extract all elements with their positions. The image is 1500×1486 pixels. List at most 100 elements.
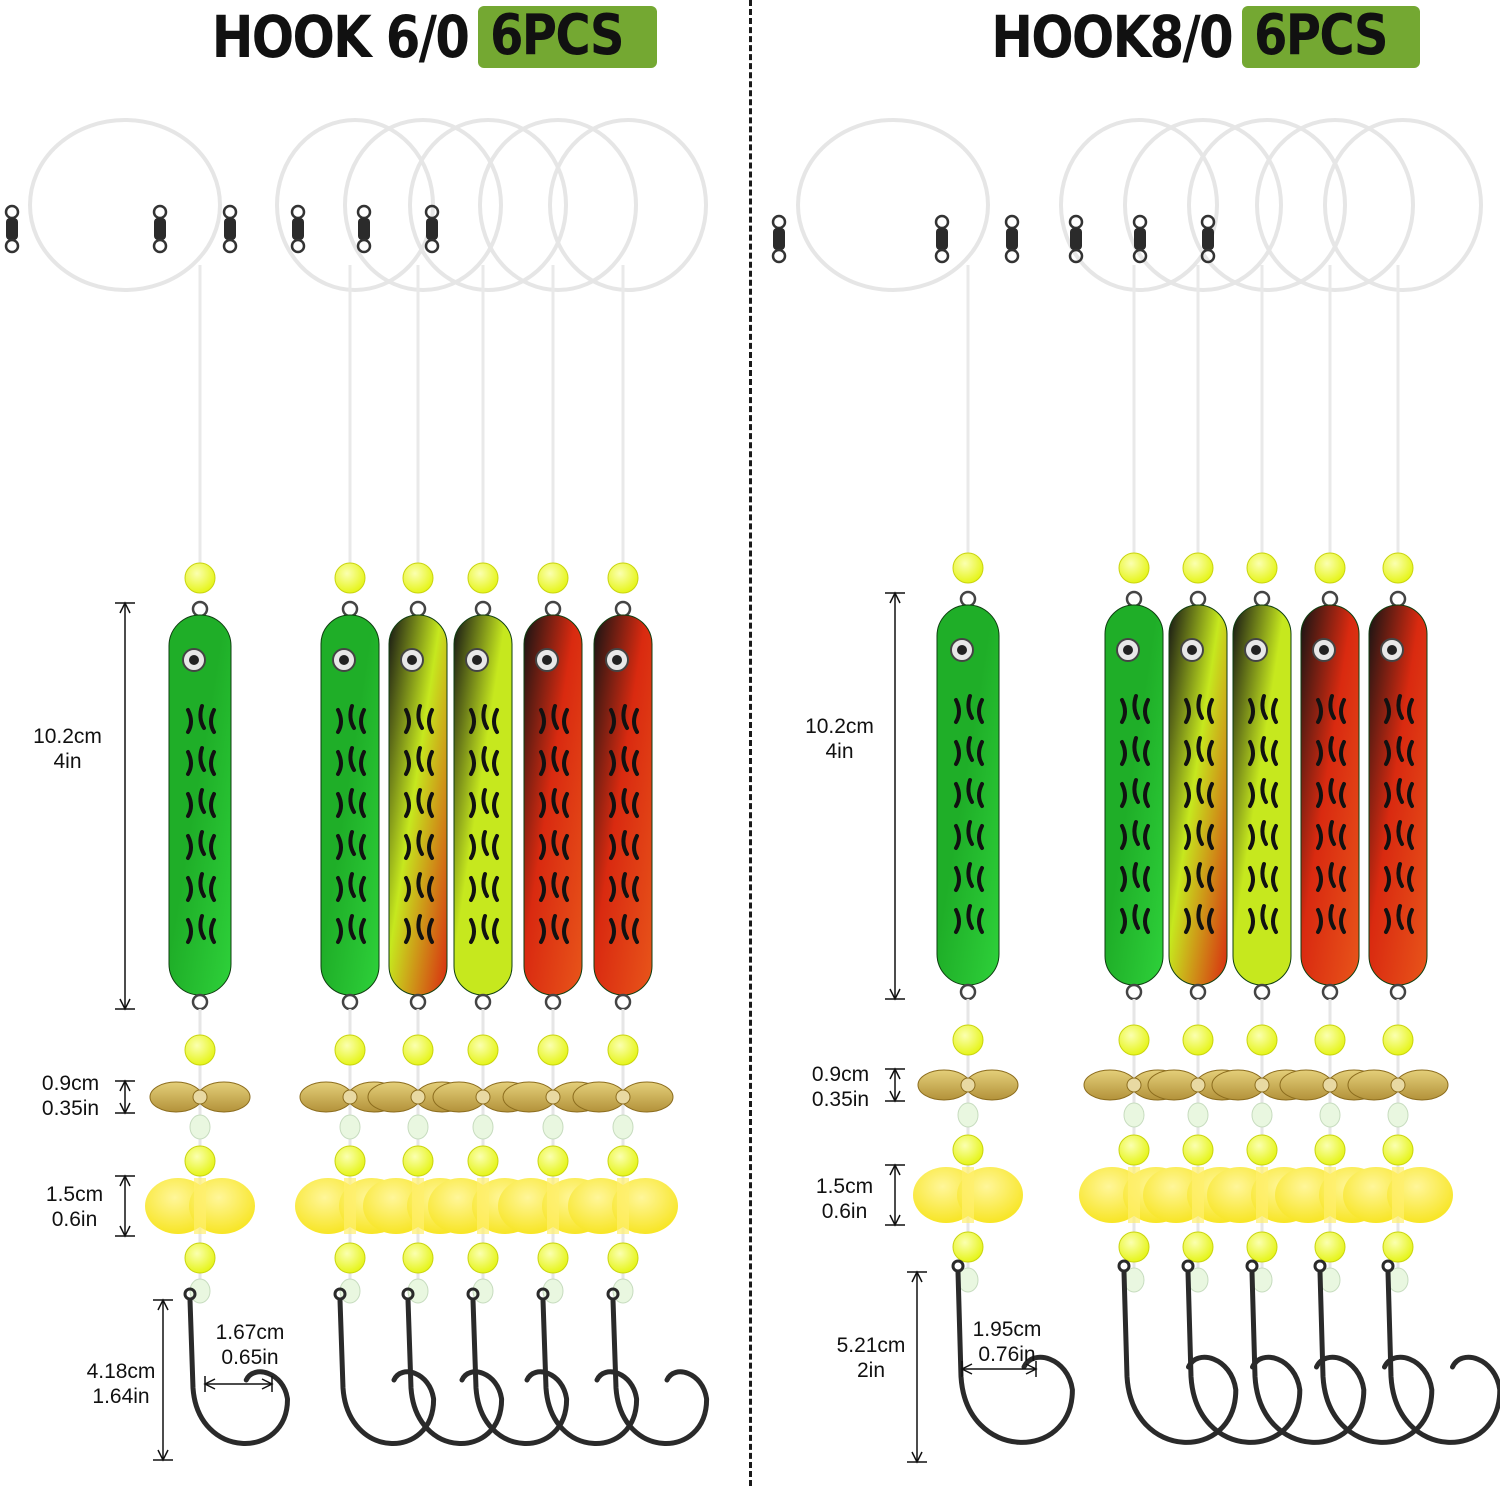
hook-length-in: 1.64in: [92, 1385, 150, 1408]
swivel-ring: [771, 214, 787, 230]
popper-lure: [1168, 590, 1228, 1001]
dimension-arrows: [119, 1079, 131, 1115]
swivel-barrel: [1006, 228, 1018, 250]
blade-hub: [1390, 1077, 1406, 1093]
hook-length-measure: 4.18cm 1.64in: [76, 1359, 166, 1409]
swivel-ring: [1068, 214, 1084, 230]
lure-stripe: [1384, 862, 1414, 892]
swivel-ring: [290, 204, 306, 220]
blade-size-cm: 0.9cm: [41, 1072, 100, 1095]
circle-hook: [1313, 1259, 1435, 1445]
glow-bead: [334, 562, 366, 594]
glow-bead: [1182, 552, 1214, 584]
glow-bead: [402, 1034, 434, 1066]
lure-stripe: [1184, 736, 1214, 766]
line-tie-eye: [614, 600, 632, 618]
float-center: [1192, 1167, 1204, 1223]
swivel-ring: [1200, 214, 1216, 230]
barrel-swivel: [152, 204, 168, 254]
dimension-marker: [115, 601, 135, 1011]
foam-float: [145, 1178, 255, 1234]
hook-gap-in: 0.76in: [978, 1343, 1036, 1366]
float-size-cm: 1.5cm: [815, 1175, 874, 1198]
luminous-bead: [189, 1114, 211, 1140]
lure-stripe: [1316, 694, 1346, 724]
float-center: [412, 1178, 424, 1234]
count-badge-text: 6PCS: [490, 3, 625, 68]
lure-stripe: [1384, 820, 1414, 850]
lure-stripe: [404, 746, 434, 776]
barrel-swivel: [1200, 214, 1216, 264]
glow-bead: [952, 1134, 984, 1166]
dimension-arrows: [157, 1298, 169, 1462]
leader-loop: [1059, 118, 1219, 292]
glow-bead: [334, 1145, 366, 1177]
lure-stripe: [539, 788, 569, 818]
barrel-swivel: [1132, 214, 1148, 264]
float-center: [344, 1178, 356, 1234]
swivel-ring: [222, 238, 238, 254]
swivel-ring: [4, 238, 20, 254]
float-center: [962, 1167, 974, 1223]
glow-bead: [607, 562, 639, 594]
leader-loop: [1323, 118, 1483, 292]
rig-illustration-8-0: [771, 118, 1500, 1464]
circle-hook: [1245, 1259, 1367, 1445]
float-center: [477, 1178, 489, 1234]
glow-bead: [184, 1034, 216, 1066]
popper-lure: [320, 600, 380, 1011]
lure-stripe: [954, 904, 984, 934]
glow-bead: [467, 1242, 499, 1274]
hook-bend: [1249, 1269, 1367, 1445]
hook-eye: [333, 1287, 347, 1301]
dimension-marker: [115, 1174, 135, 1238]
float-center: [1256, 1167, 1268, 1223]
luminous-bead: [957, 1102, 979, 1128]
lure-stripe: [469, 872, 499, 902]
line-tie-eye: [409, 600, 427, 618]
blade-hub: [342, 1089, 358, 1105]
luminous-bead: [339, 1114, 361, 1140]
lure-pupil: [407, 655, 417, 665]
float-size-in: 0.6in: [51, 1208, 98, 1231]
glow-bead: [402, 1242, 434, 1274]
barrel-swivel: [290, 204, 306, 254]
header-hook-8-0: HOOK8/0 6PCS: [952, 2, 1421, 72]
swivel-barrel: [6, 218, 18, 240]
swivel-barrel: [224, 218, 236, 240]
line-tie-eye: [191, 600, 209, 618]
glow-bead: [1182, 1024, 1214, 1056]
barrel-swivel: [1004, 214, 1020, 264]
hook-eye: [951, 1259, 965, 1273]
lure-stripe: [186, 788, 216, 818]
swivel-ring: [1004, 248, 1020, 264]
blade-size-cm: 0.9cm: [811, 1063, 870, 1086]
dimension-marker: [960, 1361, 1038, 1377]
hook-bend: [187, 1297, 291, 1446]
dimension-arrows: [889, 591, 901, 1001]
hook-bend: [955, 1269, 1075, 1445]
swivel-barrel: [426, 218, 438, 240]
lure-stripe: [1120, 820, 1150, 850]
barrel-swivel: [934, 214, 950, 264]
hook-bend: [1121, 1269, 1239, 1445]
glow-bead: [184, 1242, 216, 1274]
hook-eye: [401, 1287, 415, 1301]
glow-bead: [952, 1024, 984, 1056]
swivel-barrel: [936, 228, 948, 250]
split-ring: [1389, 983, 1407, 1001]
float-size-measure: 1.5cm 0.6in: [802, 1174, 887, 1224]
lure-stripe: [186, 830, 216, 860]
dimension-marker: [907, 1270, 927, 1464]
split-ring: [544, 993, 562, 1011]
glow-bead: [1382, 1231, 1414, 1263]
hook-length-measure: 5.21cm 2in: [826, 1333, 916, 1383]
lure-stripe: [1248, 694, 1278, 724]
lure-stripe: [1248, 862, 1278, 892]
leader-loop: [548, 118, 708, 292]
lure-stripe: [404, 914, 434, 944]
luminous-bead: [1319, 1102, 1341, 1128]
luminous-bead: [407, 1114, 429, 1140]
lure-stripe: [1184, 904, 1214, 934]
glow-bead: [537, 1242, 569, 1274]
